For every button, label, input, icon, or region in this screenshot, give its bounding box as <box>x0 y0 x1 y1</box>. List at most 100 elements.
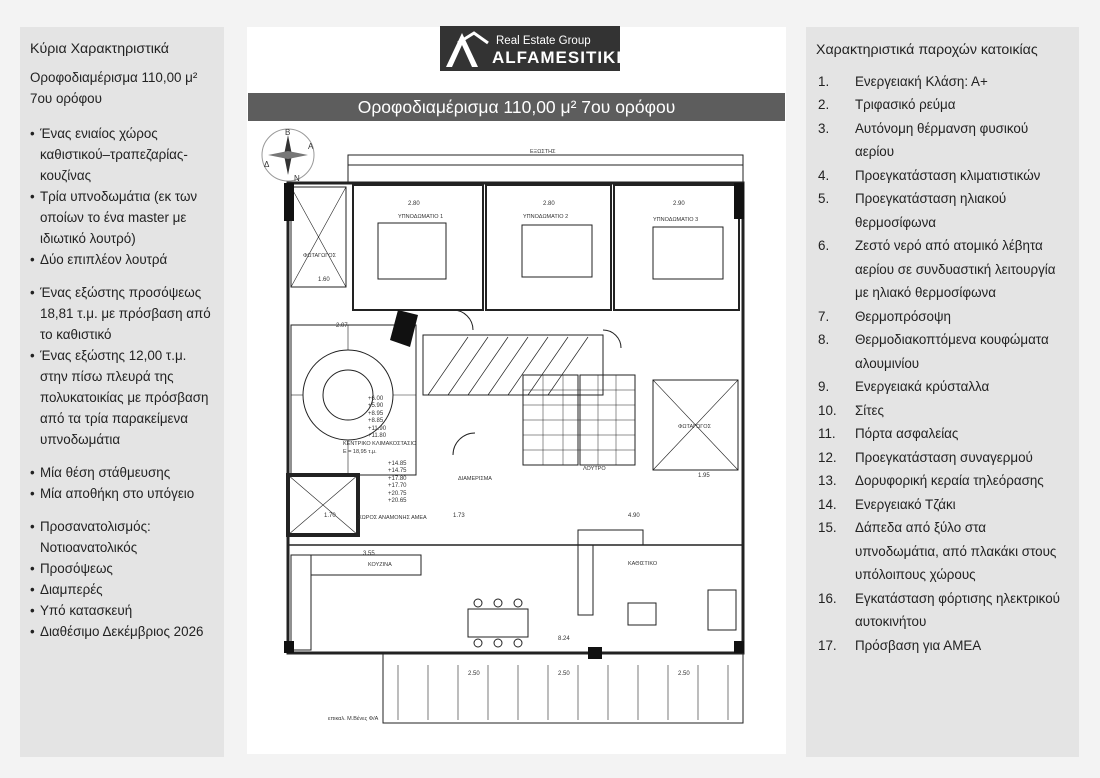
compass-label: Δ <box>264 160 270 169</box>
amenity-text: Ενεργειακά κρύσταλλα <box>855 379 990 394</box>
amenity-text: Θερμοδιακοπτόμενα κουφώματα αλουμινίου <box>855 332 1049 371</box>
amenity-number: 4. <box>818 167 830 183</box>
room-label: ΔΙΑΜΕΡΙΣΜΑ <box>458 476 492 482</box>
dimension-label: 1.73 <box>453 513 465 519</box>
main-features-subtitle: Οροφοδιαμέρισμα 110,00 μ² 7ου ορόφου <box>30 67 214 109</box>
dimension-label: 8.24 <box>558 636 570 642</box>
amenity-number: 1. <box>818 73 830 89</box>
room-label: ΥΠΝΟΔΩΜΑΤΙΟ 2 <box>523 214 568 220</box>
amenity-text: Δάπεδα από ξύλο στα υπνοδωμάτια, από πλα… <box>855 520 1057 582</box>
amenity-text: Προεγκατάσταση κλιματιστικών <box>855 167 1041 183</box>
amenities-heading: Χαρακτηριστικά παροχών κατοικίας <box>816 42 1038 58</box>
amenity-item: 3.Αυτόνομη θέρμανση φυσικού αερίου <box>816 117 1069 164</box>
room-label: ΛΟΥΤΡΟ <box>583 466 606 472</box>
amenity-text: Πόρτα ασφαλείας <box>855 426 959 441</box>
compass-label: Β <box>285 128 290 137</box>
floor-plan: Β Α Δ Ν ΥΠΝΟΔΩΜΑΤΙΟ 1 ΥΠΝΟΔΩΜΑΤΙΟ 2 ΥΠΝΟ… <box>261 128 745 724</box>
dimension-label: 2.50 <box>558 671 570 677</box>
amenity-number: 8. <box>818 332 830 347</box>
feature-item: Προσανατολισμός: Νοτιοανατολικός <box>30 516 214 558</box>
level-label: +20.75 <box>388 491 407 497</box>
amenity-item: 2.Τριφασικό ρεύμα <box>816 93 1069 117</box>
dimension-label: 2.80 <box>408 201 420 207</box>
amenity-number: 7. <box>818 308 830 324</box>
feature-item: Ένας εξώστης προσόψεως 18,81 τ.μ. με πρό… <box>30 282 214 345</box>
compass-label: Ν <box>294 174 300 183</box>
feature-item: Τρία υπνοδωμάτια (εκ των οποίων το ένα m… <box>30 186 214 249</box>
room-label: ΦΩΤΑΓΩΓΟΣ <box>303 253 337 259</box>
amenity-item: 6.Ζεστό νερό από ατομικό λέβητα αερίου σ… <box>816 234 1069 305</box>
amenity-number: 10. <box>818 402 837 418</box>
logo-tagline: Real Estate Group <box>496 35 591 47</box>
level-label: +6.00 <box>368 396 384 402</box>
room-label: ΥΠΝΟΔΩΜΑΤΙΟ 3 <box>653 217 698 223</box>
amenity-number: 15. <box>818 520 837 535</box>
amenity-number: 14. <box>818 496 837 512</box>
room-label: Ε = 18,95 τ.μ. <box>343 449 377 455</box>
compass-icon <box>261 128 315 182</box>
amenities-panel: Χαρακτηριστικά παροχών κατοικίας 1.Ενεργ… <box>806 27 1079 757</box>
feature-item: Υπό κατασκευή <box>30 600 214 621</box>
feature-item: Μία αποθήκη στο υπόγειο <box>30 483 214 504</box>
room-label: ΕΞΩΣΤΗΣ <box>530 149 556 155</box>
level-label: +8.85 <box>368 418 384 424</box>
amenity-text: Εγκατάσταση φόρτισης ηλεκτρικού αυτοκινή… <box>855 590 1060 630</box>
floor-plan-card <box>247 27 786 754</box>
dimension-label: 2.50 <box>468 671 480 677</box>
level-label: +11.90 <box>368 426 387 432</box>
level-label: +8.95 <box>368 411 384 417</box>
amenity-item: 9. Ενεργειακά κρύσταλλα <box>816 375 1069 399</box>
feature-item: Δύο επιπλέον λουτρά <box>30 249 214 270</box>
dimension-label: 1.95 <box>698 473 710 479</box>
dimension-label: 2.80 <box>543 201 555 207</box>
dimension-label: 4.90 <box>628 513 640 519</box>
amenity-item: 7.Θερμοπρόσοψη <box>816 305 1069 329</box>
amenity-text: Τριφασικό ρεύμα <box>855 97 956 112</box>
main-features-panel: Κύρια Χαρακτηριστικά Οροφοδιαμέρισμα 110… <box>20 27 224 757</box>
listing-title: Οροφοδιαμέρισμα 110,00 μ² 7ου ορόφου <box>248 93 785 121</box>
amenity-item: 15. Δάπεδα από ξύλο στα υπνοδωμάτια, από … <box>816 516 1069 587</box>
amenity-text: Σίτες <box>855 402 884 418</box>
level-label: +20.65 <box>388 498 407 504</box>
dimension-label: 1.60 <box>318 277 330 283</box>
amenity-item: 16. Εγκατάσταση φόρτισης ηλεκτρικού αυτοκ… <box>816 587 1069 634</box>
amenity-item: 1.Ενεργειακή Κλάση: Α+ <box>816 70 1069 94</box>
amenity-number: 16. <box>818 590 837 606</box>
level-label: +14.85 <box>388 461 407 467</box>
room-label: ΚΕΝΤΡΙΚΟ ΚΛΙΜΑΚΟΣΤΑΣΙΟ <box>343 441 417 447</box>
amenity-item: 12.Προεγκατάσταση συναγερμού <box>816 446 1069 470</box>
amenity-item: 17. Πρόσβαση για ΑΜΕΑ <box>816 634 1069 658</box>
logo-name: ALFAMESITIKI <box>492 48 623 67</box>
house-logo-icon <box>446 31 489 67</box>
level-label: +17.70 <box>388 483 407 489</box>
compass-label: Α <box>308 142 314 151</box>
level-label: +5.90 <box>368 403 384 409</box>
amenity-number: 17. <box>818 637 837 653</box>
amenity-number: 13. <box>818 473 837 488</box>
room-label: επικαλ. Μ.Βένες Φ/Α <box>328 715 379 722</box>
amenity-text: Πρόσβαση για ΑΜΕΑ <box>855 637 982 653</box>
dimension-label: 2.50 <box>678 671 690 677</box>
amenity-text: Αυτόνομη θέρμανση φυσικού αερίου <box>855 120 1029 160</box>
amenity-number: 5. <box>818 191 830 206</box>
amenity-item: 11. Πόρτα ασφαλείας <box>816 422 1069 446</box>
level-label: +17.80 <box>388 476 407 482</box>
amenity-number: 11. <box>818 426 836 441</box>
amenity-number: 9. <box>818 379 830 394</box>
amenity-item: 5. Προεγκατάσταση ηλιακού θερμοσίφωνα <box>816 187 1069 234</box>
subtitle-line-2: 7ου ορόφου <box>30 91 102 106</box>
level-label: +14.75 <box>388 468 407 474</box>
amenity-text: Προεγκατάσταση ηλιακού θερμοσίφωνα <box>855 191 1007 230</box>
level-label: +11.80 <box>368 433 387 439</box>
feature-item: Ένας ενιαίος χώρος καθιστικού–τραπεζαρία… <box>30 123 214 186</box>
amenity-number: 6. <box>818 238 830 253</box>
feature-item: Προσόψεως <box>30 558 214 579</box>
room-label: ΚΟΥΖΙΝΑ <box>368 562 392 568</box>
feature-item: Ένας εξώστης 12,00 τ.μ. στην πίσω πλευρά… <box>30 345 214 450</box>
feature-item: Διαθέσιμο Δεκέμβριος 2026 <box>30 621 214 642</box>
dimension-label: 2.07 <box>336 323 348 329</box>
subtitle-line-1: Οροφοδιαμέρισμα 110,00 μ² <box>30 70 198 85</box>
room-label: ΚΑΘΙΣΤΙΚΟ <box>628 561 658 567</box>
amenity-item: 4. Προεγκατάσταση κλιματιστικών <box>816 164 1069 188</box>
dimension-label: 3.55 <box>363 551 375 557</box>
